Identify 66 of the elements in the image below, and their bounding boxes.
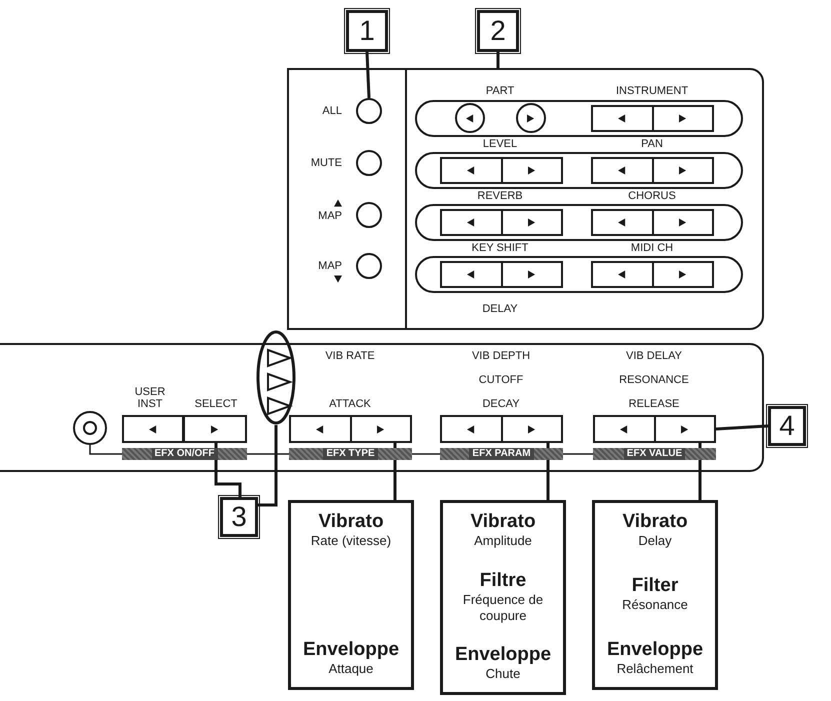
parameter-heading: Enveloppe xyxy=(454,644,552,666)
function-label: EFX ON/OFF xyxy=(152,448,218,460)
parameter-heading: Enveloppe xyxy=(606,639,704,661)
panel-label: LEVEL xyxy=(482,138,518,150)
panel-label: VIB DELAY xyxy=(626,350,682,362)
panel-label: PART xyxy=(486,85,514,97)
parameter-heading: Vibrato xyxy=(318,511,384,533)
panel-label: REVERB xyxy=(477,190,523,202)
arrow-button-pair xyxy=(289,415,412,443)
button-caption: RELEASE xyxy=(628,398,680,410)
arrow-button xyxy=(183,415,247,443)
round-button xyxy=(356,150,382,176)
panel-label: DELAY xyxy=(482,303,518,315)
parameter-heading: Vibrato xyxy=(470,511,536,533)
callout-number: 3 xyxy=(220,497,258,537)
parameter-heading: Filter xyxy=(632,575,678,597)
control-panel xyxy=(405,68,764,330)
parameter-box xyxy=(592,500,718,690)
leader-line xyxy=(716,424,768,430)
leader-line xyxy=(258,425,278,506)
callout-number: 2 xyxy=(477,10,519,52)
parameter-description: Delay xyxy=(637,533,673,549)
leader-line xyxy=(214,443,242,497)
button-caption: USER INST xyxy=(134,386,166,410)
function-label: EFX TYPE xyxy=(323,448,378,460)
panel-label: PAN xyxy=(641,138,663,150)
panel-label: MAP xyxy=(318,260,342,272)
parameter-description: Amplitude xyxy=(473,533,533,549)
panel-label: ALL xyxy=(322,105,342,117)
panel-label: MUTE xyxy=(310,157,342,169)
parameter-box xyxy=(288,500,414,690)
panel-label: RESONANCE xyxy=(619,374,689,386)
panel-label: VIB DEPTH xyxy=(472,350,530,362)
parameter-heading: Vibrato xyxy=(622,511,688,533)
arrow-button xyxy=(122,415,184,443)
round-button xyxy=(356,253,382,279)
button-caption: ATTACK xyxy=(329,398,371,410)
button-caption: DECAY xyxy=(482,398,520,410)
indicator-oval xyxy=(256,330,296,425)
panel-label: INSTRUMENT xyxy=(616,85,688,97)
panel-label: MIDI CH xyxy=(630,242,674,254)
panel-label: MAP xyxy=(318,210,342,222)
panel-label: VIB RATE xyxy=(325,350,375,362)
leader-line xyxy=(366,52,370,98)
function-label: EFX PARAM xyxy=(469,448,534,460)
arrow-button-pair xyxy=(593,415,716,443)
round-button xyxy=(356,202,382,228)
callout-number: 1 xyxy=(346,10,388,52)
parameter-description: Attaque xyxy=(328,661,374,677)
parameter-description: Chute xyxy=(484,666,522,682)
parameter-description: Relâchement xyxy=(616,661,694,677)
arrow-button-pair xyxy=(440,415,563,443)
parameter-description: Rate (vitesse) xyxy=(310,533,392,549)
parameter-heading: Enveloppe xyxy=(302,639,400,661)
round-button xyxy=(356,98,382,124)
parameter-box xyxy=(440,500,566,695)
parameter-description: Résonance xyxy=(621,597,689,613)
panel-label: CUTOFF xyxy=(478,374,524,386)
panel-label: KEY SHIFT xyxy=(472,242,528,254)
parameter-heading: Filtre xyxy=(480,570,526,592)
callout-number: 4 xyxy=(768,406,806,446)
function-label: EFX VALUE xyxy=(624,448,686,460)
parameter-description: Fréquence de coupure xyxy=(462,592,544,624)
button-caption: SELECT xyxy=(194,398,238,410)
panel-label: CHORUS xyxy=(628,190,676,202)
leader-line xyxy=(496,52,500,68)
